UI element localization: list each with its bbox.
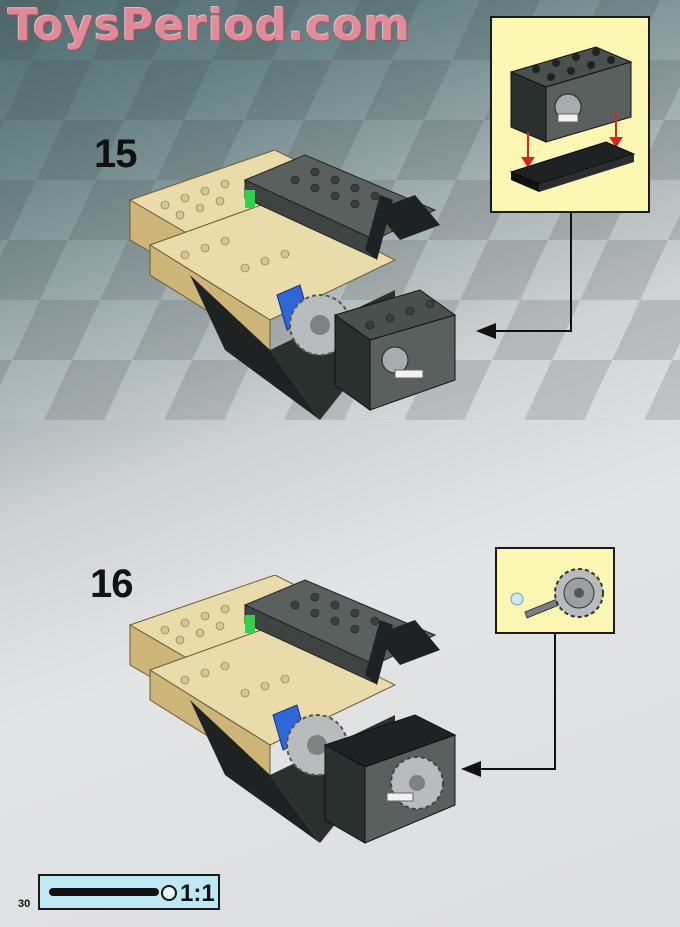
black-plate-icon <box>509 141 636 192</box>
gear-icon <box>510 568 604 619</box>
red-arrow-icon <box>521 112 623 168</box>
watermark: ToysPeriod.com <box>8 0 411 51</box>
step-15-model <box>128 150 457 420</box>
axle-icon <box>49 888 159 896</box>
scale-ratio: 1:1 <box>180 880 215 907</box>
step-16-model <box>128 575 457 844</box>
axle-end-icon <box>161 885 177 901</box>
step-15-parts-callout <box>490 16 650 213</box>
bushing-icon <box>510 592 524 606</box>
axle-scale-bar: 1:1 <box>38 874 220 910</box>
step-16-parts-callout <box>495 547 615 634</box>
step-number-15: 15 <box>94 132 137 176</box>
step-number-16: 16 <box>90 562 133 606</box>
page-number: 30 <box>18 898 31 910</box>
motor-brick-icon <box>509 46 636 192</box>
